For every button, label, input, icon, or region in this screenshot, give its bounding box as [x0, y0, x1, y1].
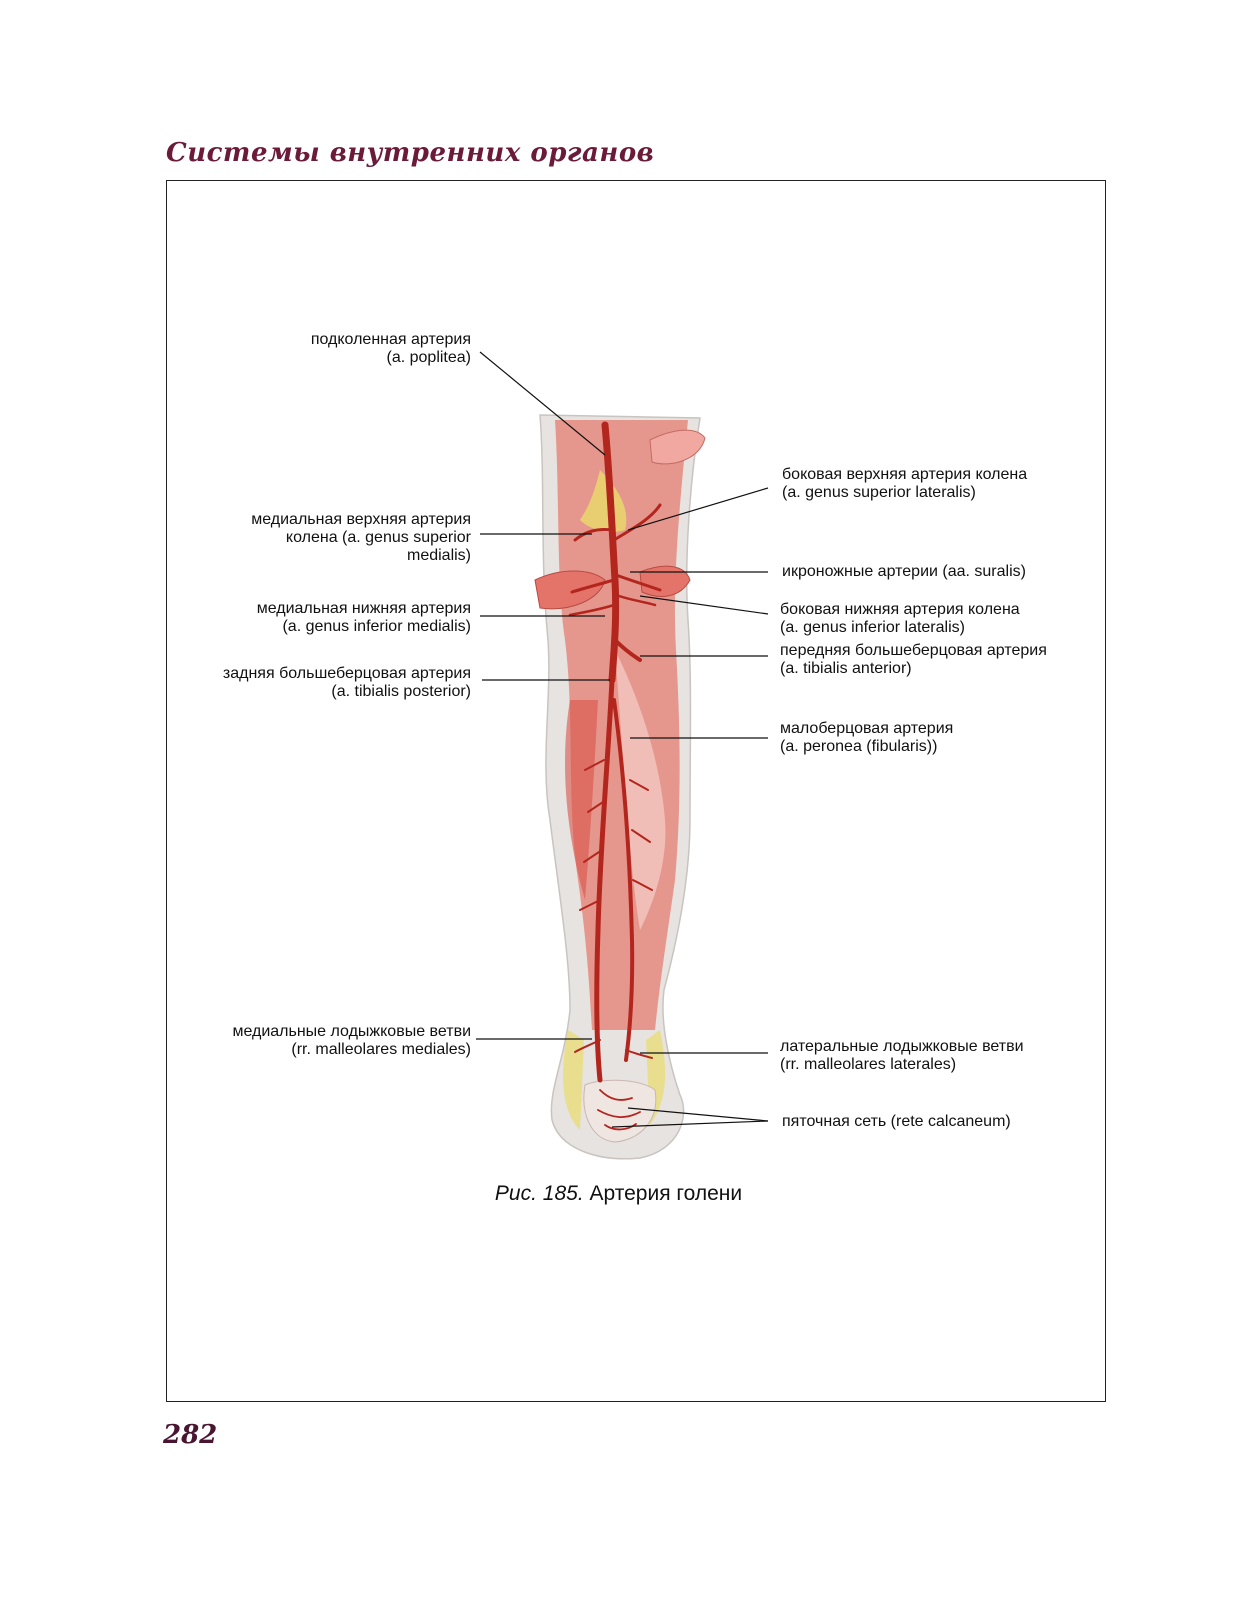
figure-number: Рис. 185. [494, 1182, 584, 1205]
label-genus-inf-med-ru: медиальная нижняя артерия [256, 600, 471, 617]
label-peronea: малоберцовая артерия (a. peronea (fibula… [780, 720, 953, 756]
label-malleolares-lat-lat: (rr. malleolares laterales) [780, 1056, 957, 1073]
posterior-tibial-artery [594, 677, 615, 1083]
calcaneal-rete [597, 1089, 641, 1131]
genus-inf-lateral [614, 593, 657, 607]
figure-title: Артерия голени [589, 1182, 743, 1205]
label-peronea-ru: малоберцовая артерия [780, 720, 954, 737]
label-malleolares-lat: латеральные лодыжковые ветви (rr. malleo… [780, 1038, 1024, 1074]
leader-genus-inf-lat [639, 595, 769, 615]
peroneal-artery [612, 698, 635, 1062]
genus-inf-medial [568, 603, 616, 617]
genus-sup-medial [573, 528, 614, 542]
figure-frame [166, 180, 1106, 1402]
leader-popliteal [479, 351, 606, 456]
label-genus-sup-med-3: medialis) [406, 547, 471, 564]
label-genus-sup-med-1: медиальная верхняя артерия [251, 511, 471, 528]
label-tibialis-post-lat: (a. tibialis posterior) [331, 683, 471, 700]
label-tibialis-ant: передняя большеберцовая артерия (a. tibi… [780, 642, 1047, 678]
genus-sup-lateral [612, 503, 662, 542]
label-rete-calcaneum-text: пяточная сеть (rete calcaneum) [782, 1113, 1011, 1130]
gastrocnemius-lateral [615, 650, 666, 930]
label-malleolares-med-lat: (rr. malleolares mediales) [291, 1041, 471, 1058]
label-genus-inf-med-lat: (a. genus inferior medialis) [282, 618, 471, 635]
label-malleolares-med-ru: медиальные лодыжковые ветви [232, 1023, 471, 1040]
malleolar-lateral-branches [625, 1049, 653, 1059]
label-tibialis-post-ru: задняя большеберцовая артерия [222, 665, 471, 682]
label-genus-inf-lat-ru: боковая нижняя артерия колена [780, 601, 1020, 618]
label-peronea-lat: (a. peronea (fibularis)) [780, 738, 938, 755]
running-header: Системы внутренних органов [166, 138, 655, 168]
label-genus-sup-lat: боковая верхняя артерия колена (a. genus… [782, 466, 1027, 502]
biceps-stump [649, 429, 706, 465]
label-popliteal-lat: (a. poplitea) [386, 349, 472, 366]
leader-genus-sup-lat [627, 487, 769, 531]
label-tibialis-ant-lat: (a. tibialis anterior) [780, 660, 912, 677]
medial-head-stump [534, 570, 606, 610]
label-malleolares-lat-ru: латеральные лодыжковые ветви [780, 1038, 1024, 1055]
figure-caption: Рис. 185. Артерия голени [0, 1182, 1237, 1206]
calcaneal-fat [563, 1030, 666, 1130]
label-tibialis-post: задняя большеберцовая артерия (a. tibial… [223, 665, 471, 701]
sural-branches [570, 573, 662, 594]
leader-rete-b [611, 1120, 769, 1128]
label-genus-sup-med: медиальная верхняя артерия колена (a. ge… [251, 511, 471, 565]
page-number: 282 [163, 1420, 218, 1450]
label-rete-calcaneum: пяточная сеть (rete calcaneum) [782, 1113, 1011, 1131]
leader-rete-a [627, 1107, 769, 1122]
leader-lines [476, 351, 769, 1128]
label-genus-inf-lat: боковая нижняя артерия колена (a. genus … [780, 601, 1020, 637]
label-genus-inf-med: медиальная нижняя артерия (a. genus infe… [257, 600, 471, 636]
gastrocnemius-medial [565, 700, 598, 900]
label-surales-text: икроножные артерии (aa. suralis) [782, 563, 1026, 580]
label-tibialis-ant-ru: передняя большеберцовая артерия [780, 642, 1047, 659]
artery-tree [568, 421, 662, 1131]
muscular-branches [579, 759, 653, 911]
label-genus-inf-lat-lat: (a. genus inferior lateralis) [780, 619, 965, 636]
label-malleolares-med: медиальные лодыжковые ветви (rr. malleol… [232, 1023, 471, 1059]
anterior-tibial-artery [613, 638, 642, 662]
label-genus-sup-lat-ru: боковая верхняя артерия колена [782, 466, 1028, 483]
label-genus-sup-lat-lat: (a. genus superior lateralis) [782, 484, 976, 501]
label-popliteal: подколенная артерия (a. poplitea) [311, 331, 471, 367]
malleolar-medial-branches [574, 1039, 601, 1053]
label-surales: икроножные артерии (aa. suralis) [782, 563, 1026, 581]
label-popliteal-ru: подколенная артерия [310, 331, 471, 348]
label-genus-sup-med-2: колена (a. genus superior [285, 529, 471, 546]
